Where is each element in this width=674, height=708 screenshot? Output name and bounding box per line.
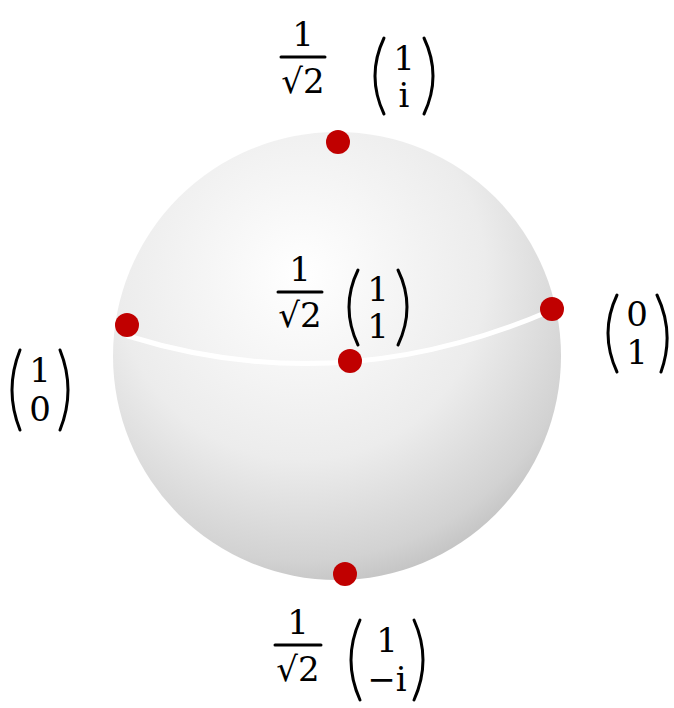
fraction-bar [281, 56, 325, 59]
paren [414, 620, 423, 700]
paren [60, 350, 68, 430]
state-dot [540, 297, 564, 321]
math-symbol: 1 [292, 17, 314, 51]
state-dot [338, 349, 362, 373]
sphere [113, 132, 561, 580]
math-symbol: 1 [393, 41, 415, 75]
math-symbol: √2 [276, 652, 319, 686]
fraction-bar [275, 644, 321, 647]
paren [398, 270, 407, 345]
state-dot [326, 130, 350, 154]
math-symbol: 0 [626, 297, 648, 331]
paren [12, 350, 20, 430]
math-symbol: 1 [367, 309, 389, 343]
math-symbol: 1 [29, 353, 51, 387]
paren [608, 295, 617, 372]
math-symbol: −i [367, 662, 406, 696]
state-dot [333, 562, 357, 586]
math-symbol: 1 [289, 252, 311, 286]
state-dots [115, 130, 564, 586]
math-symbol: √2 [281, 64, 324, 98]
math-symbol: 1 [376, 623, 398, 657]
paren [375, 38, 384, 114]
math-symbol: 0 [29, 392, 51, 426]
math-symbol: √2 [278, 298, 321, 332]
math-symbol: 1 [626, 335, 648, 369]
paren [657, 295, 667, 372]
math-symbol: 1 [287, 605, 309, 639]
state-dot [115, 313, 139, 337]
math-symbol: i [399, 78, 410, 112]
paren [424, 38, 433, 114]
paren [351, 620, 360, 700]
paren [349, 270, 358, 345]
vector-brackets [12, 38, 667, 700]
math-symbol: 1 [367, 272, 389, 306]
fraction-bar [278, 291, 322, 294]
